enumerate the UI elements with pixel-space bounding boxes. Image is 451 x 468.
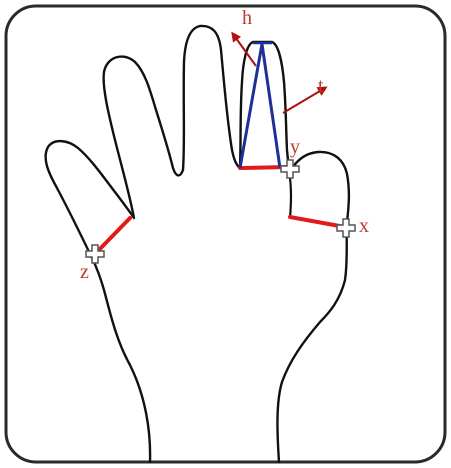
label-h: h <box>242 7 252 29</box>
label-x: x <box>359 215 369 237</box>
label-t: t <box>318 75 324 97</box>
label-y: y <box>290 136 300 158</box>
diagram-frame <box>6 6 445 462</box>
label-z: z <box>80 261 89 283</box>
